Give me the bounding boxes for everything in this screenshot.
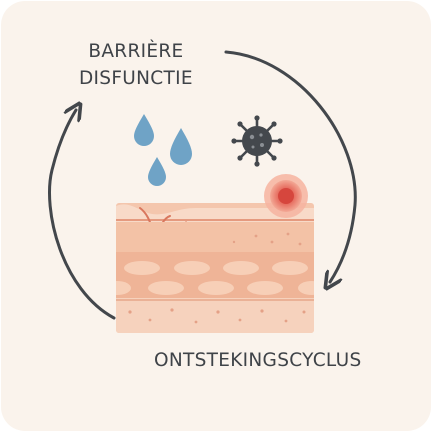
- water-drop-icon: [134, 114, 154, 146]
- germ-icon: [231, 115, 283, 167]
- water-drop-icon: [170, 128, 192, 165]
- barrier-label-line2: DISFUNCTIE: [79, 68, 193, 89]
- cycle-arrow-icon: [224, 50, 357, 282]
- inflammation-spot-icon: [264, 174, 308, 218]
- barrier-dysfunction-label: BARRIÈRE DISFUNCTIE: [79, 38, 193, 92]
- inflammation-cycle-label: ONTSTEKINGSCYCLUS: [154, 350, 362, 371]
- barrier-label-line1: BARRIÈRE: [88, 41, 184, 62]
- water-drop-icon: [148, 157, 166, 186]
- skin-cross-section: [116, 203, 314, 333]
- cycle-arrow-return-icon: [48, 110, 116, 320]
